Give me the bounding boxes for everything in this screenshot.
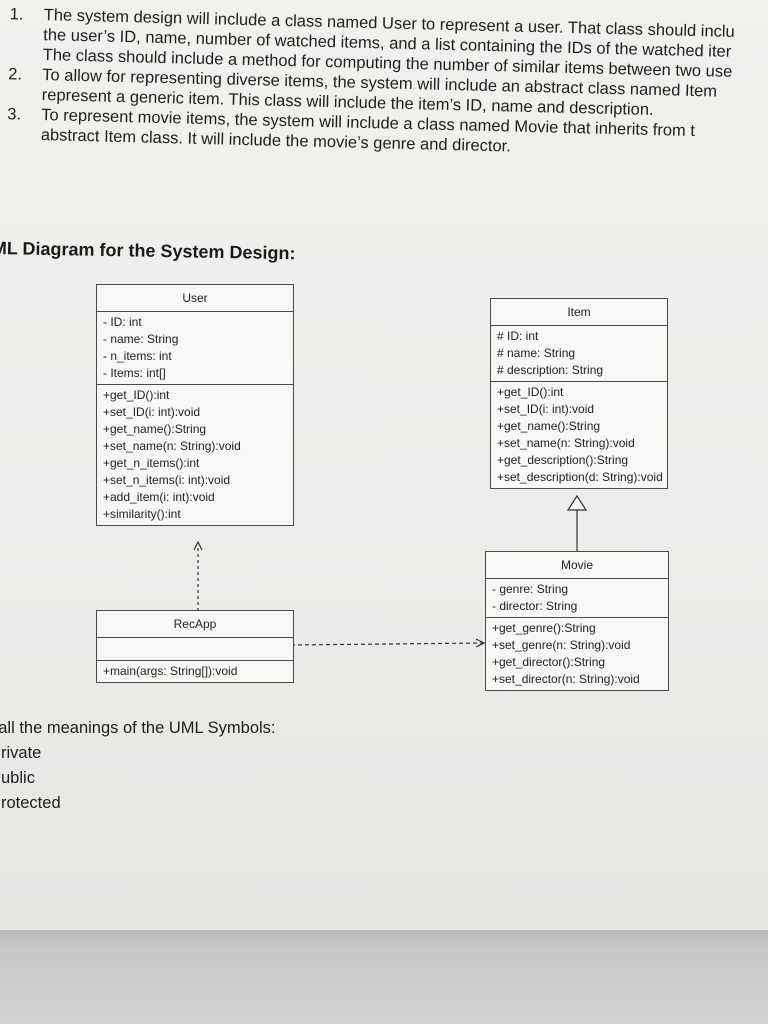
method: +set_ID(i: int):void [497, 402, 595, 416]
method: +set_ID(i: int):void [103, 405, 201, 419]
movie-dependency-arrowhead [475, 638, 486, 648]
uml-diagram: User - ID: int - name: String - n_items:… [96, 284, 669, 691]
attribute: - n_items: int [103, 349, 172, 363]
method: +get_name():String [103, 422, 207, 436]
uml-connectors [193, 494, 588, 648]
class-user: User - ID: int - name: String - n_items:… [96, 284, 294, 526]
legend-item-protected: Protected [0, 794, 61, 812]
legend-item-public: Public [0, 769, 35, 787]
methods-section: +get_genre():String +set_genre(n: String… [486, 618, 668, 690]
class-name: Item [491, 299, 667, 326]
attribute: # description: String [497, 363, 604, 377]
inheritance-triangle [566, 494, 588, 511]
legend-title: call the meanings of the UML Symbols: [0, 719, 276, 737]
class-name: Movie [486, 552, 668, 579]
attribute: # name: String [497, 346, 576, 360]
attribute: - ID: int [103, 315, 142, 329]
method: +set_genre(n: String):void [492, 638, 631, 652]
class-item: Item # ID: int # name: String # descript… [490, 298, 668, 489]
methods-section: +main(args: String[]):void [97, 661, 293, 682]
document-page: 1. The system design will include a clas… [0, 0, 768, 930]
class-name: RecApp [97, 611, 293, 638]
class-recapp: RecApp +main(args: String[]):void [96, 610, 294, 683]
methods-section: +get_ID():int +set_ID(i: int):void +get_… [97, 385, 293, 525]
desk-surface [0, 930, 768, 1024]
legend-item-private: Private [0, 744, 42, 762]
attribute: - genre: String [492, 582, 569, 596]
attributes-section [97, 638, 293, 661]
method: +get_director():String [492, 655, 606, 669]
attributes-section: - ID: int - name: String - n_items: int … [97, 312, 293, 385]
method: +set_name(n: String):void [497, 436, 635, 450]
class-movie: Movie - genre: String - director: String… [485, 551, 669, 691]
recapp-movie-dependency-line [290, 642, 485, 646]
method: +set_director(n: String):void [492, 672, 640, 686]
attribute: # ID: int [497, 329, 539, 343]
method: +get_ID():int [497, 385, 564, 399]
method: +get_description():String [497, 453, 629, 467]
class-name: User [97, 285, 293, 312]
attributes-section: # ID: int # name: String # description: … [491, 326, 667, 382]
attribute: - name: String [103, 332, 179, 346]
method: +get_n_items():int [103, 456, 200, 470]
user-dependency-arrowhead [193, 540, 203, 551]
attribute: - director: String [492, 599, 578, 613]
method: +get_ID():int [103, 388, 170, 402]
method: +main(args: String[]):void [103, 664, 238, 678]
attributes-section: - genre: String - director: String [486, 579, 668, 618]
methods-section: +get_ID():int +set_ID(i: int):void +get_… [491, 382, 667, 488]
attribute: - Items: int[] [103, 366, 166, 380]
method: +set_name(n: String):void [103, 439, 241, 453]
uml-symbols-legend: call the meanings of the UML Symbols: Pr… [0, 716, 276, 816]
method: +set_description(d: String):void [497, 470, 663, 484]
method: +add_item(i: int):void [103, 490, 215, 504]
method: +get_genre():String [492, 621, 596, 635]
method: +similarity():int [103, 507, 181, 521]
method: +get_name():String [497, 419, 601, 433]
method: +set_n_items(i: int):void [103, 473, 231, 487]
